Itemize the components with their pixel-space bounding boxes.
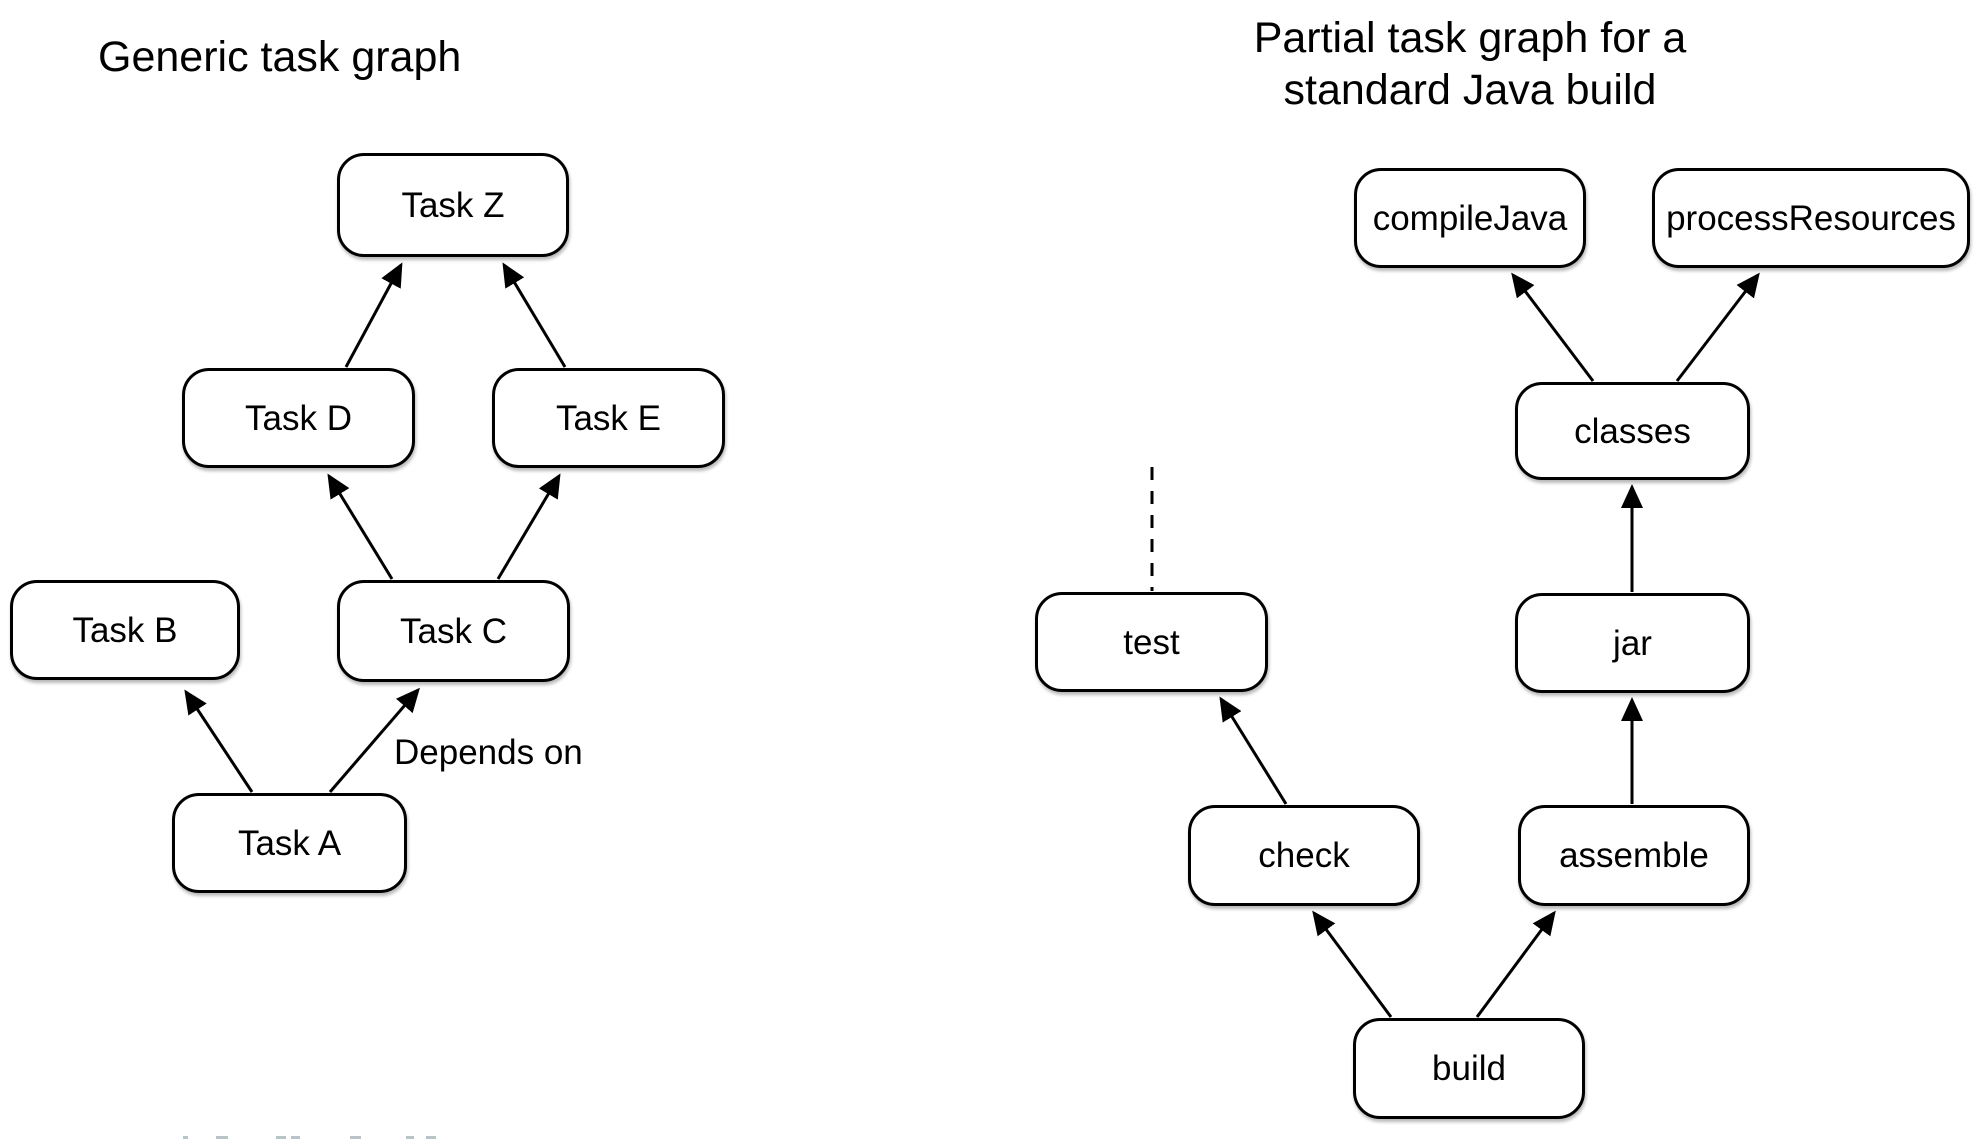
- node-build-label: build: [1432, 1049, 1506, 1088]
- node-task-a: Task A: [172, 793, 407, 893]
- edge-task-a-to-task-c: [328, 687, 420, 793]
- edge-check-to-test: [1219, 696, 1288, 805]
- right-graph-title-line2: standard Java build: [1283, 66, 1657, 114]
- left-graph-title: Generic task graph: [98, 33, 462, 81]
- node-task-z-label: Task Z: [401, 185, 505, 225]
- node-jar-label: jar: [1613, 623, 1652, 663]
- node-task-z: Task Z: [337, 153, 569, 257]
- node-classes: classes: [1515, 382, 1750, 480]
- node-jar: jar: [1515, 593, 1750, 693]
- edge-task-c-to-task-d: [327, 473, 394, 580]
- node-task-d: Task D: [182, 368, 415, 468]
- node-compilejava: compileJava: [1354, 168, 1586, 268]
- node-build: build: [1353, 1018, 1585, 1119]
- edge-build-to-check: [1312, 910, 1393, 1018]
- node-processresources: processResources: [1652, 168, 1970, 268]
- node-processresources-label: processResources: [1666, 198, 1956, 238]
- node-check: check: [1188, 805, 1420, 906]
- node-check-label: check: [1258, 836, 1350, 875]
- depends-on-label: Depends on: [394, 733, 583, 772]
- right-graph-title-line1: Partial task graph for a: [1253, 14, 1687, 62]
- node-test-label: test: [1123, 622, 1180, 662]
- node-task-b: Task B: [10, 580, 240, 680]
- node-task-d-label: Task D: [245, 398, 352, 438]
- node-assemble-label: assemble: [1559, 836, 1709, 875]
- edge-task-e-to-task-z: [502, 262, 567, 368]
- node-task-a-label: Task A: [237, 823, 342, 863]
- node-task-e: Task E: [492, 368, 725, 468]
- node-compilejava-label: compileJava: [1372, 198, 1568, 238]
- node-classes-label: classes: [1574, 411, 1691, 451]
- edge-build-to-assemble: [1475, 910, 1556, 1018]
- node-task-c-label: Task C: [400, 611, 507, 651]
- node-task-b-label: Task B: [72, 610, 178, 650]
- node-task-c: Task C: [337, 580, 570, 682]
- right-graph-title: Partial task graph for a standard Java b…: [1220, 12, 1720, 116]
- node-task-e-label: Task E: [555, 398, 662, 438]
- node-test: test: [1035, 592, 1268, 692]
- edge-classes-to-processresources: [1675, 272, 1760, 382]
- edge-task-c-to-task-e: [496, 473, 561, 580]
- edge-task-a-to-task-b: [184, 689, 254, 793]
- edge-classes-to-compilejava: [1511, 272, 1595, 382]
- edge-task-d-to-task-z: [344, 262, 403, 368]
- node-assemble: assemble: [1518, 805, 1750, 906]
